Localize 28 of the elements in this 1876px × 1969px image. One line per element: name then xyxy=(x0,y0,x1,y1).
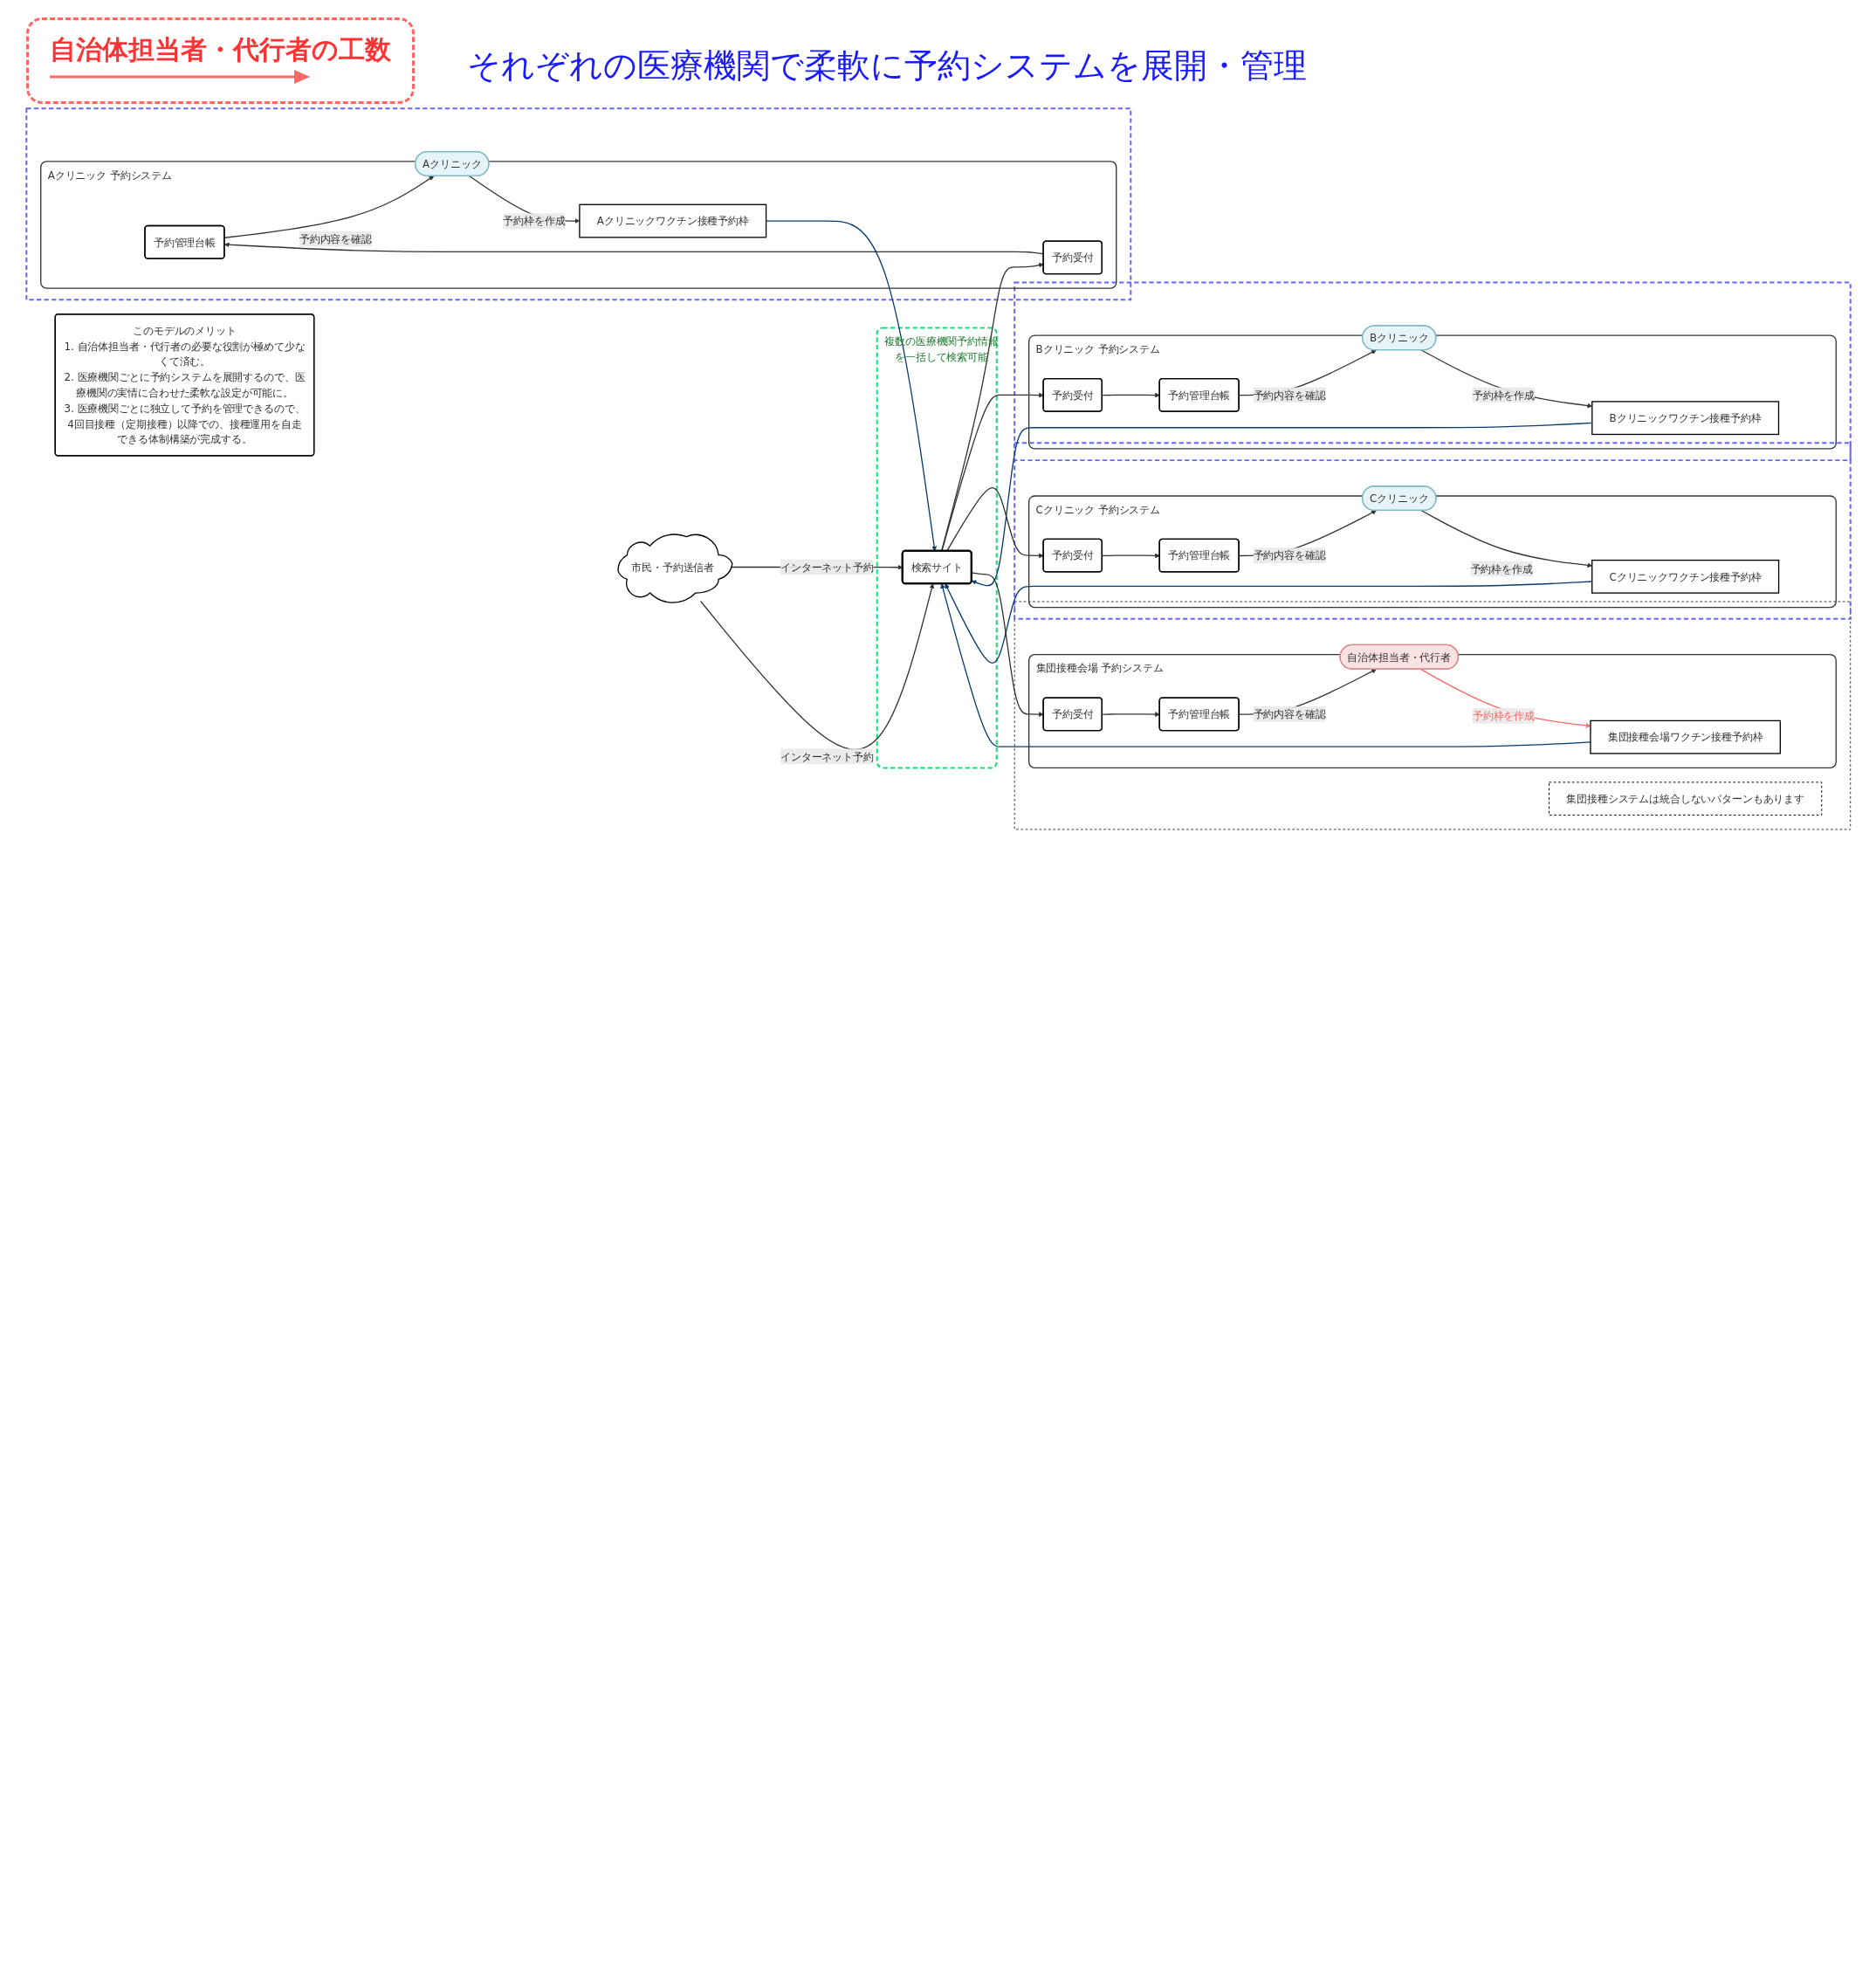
edge-label: 予約枠を作成 xyxy=(1472,710,1535,722)
edge-label: 予約内容を確認 xyxy=(1253,549,1326,562)
cluster xyxy=(1013,442,1852,620)
edge-label: インターネット予約 xyxy=(780,561,874,574)
edge-label: 予約内容を確認 xyxy=(1253,389,1326,402)
cluster xyxy=(24,107,1131,301)
arrow xyxy=(1420,349,1592,409)
edge-label: インターネット予約 xyxy=(780,750,874,763)
arrow xyxy=(223,176,434,238)
cluster xyxy=(1014,601,1851,830)
edge-label: 予約内容を確認 xyxy=(1253,707,1326,720)
node-box: 集団接種会場ワクチン接種予約枠 xyxy=(1589,719,1781,754)
edge-label: 予約枠を作成 xyxy=(502,215,565,227)
edge-label: 予約内容を確認 xyxy=(299,232,372,245)
node-box: Aクリニックワクチン接種予約枠 xyxy=(578,203,766,238)
arrow xyxy=(699,583,934,751)
node-box: 集団接種システムは統合しないパターンもあります xyxy=(1548,781,1822,816)
section-heading: それぞれの医療機関で柔軟に予約システムを展開・管理 xyxy=(467,45,1307,86)
node-box: Cクリニックワクチン接種予約枠 xyxy=(1591,559,1779,594)
arrow xyxy=(945,581,1592,664)
cluster xyxy=(1013,281,1852,462)
edge-label: 予約枠を作成 xyxy=(1470,562,1533,575)
node-box: Bクリニックワクチン接種予約枠 xyxy=(1591,401,1779,436)
legend-text: 自治体担当者・代行者の工数 xyxy=(50,33,391,66)
edge-label: 予約枠を作成 xyxy=(1472,389,1535,402)
arrow xyxy=(1420,510,1592,568)
arrow xyxy=(971,422,1592,587)
arrow xyxy=(1419,668,1591,728)
